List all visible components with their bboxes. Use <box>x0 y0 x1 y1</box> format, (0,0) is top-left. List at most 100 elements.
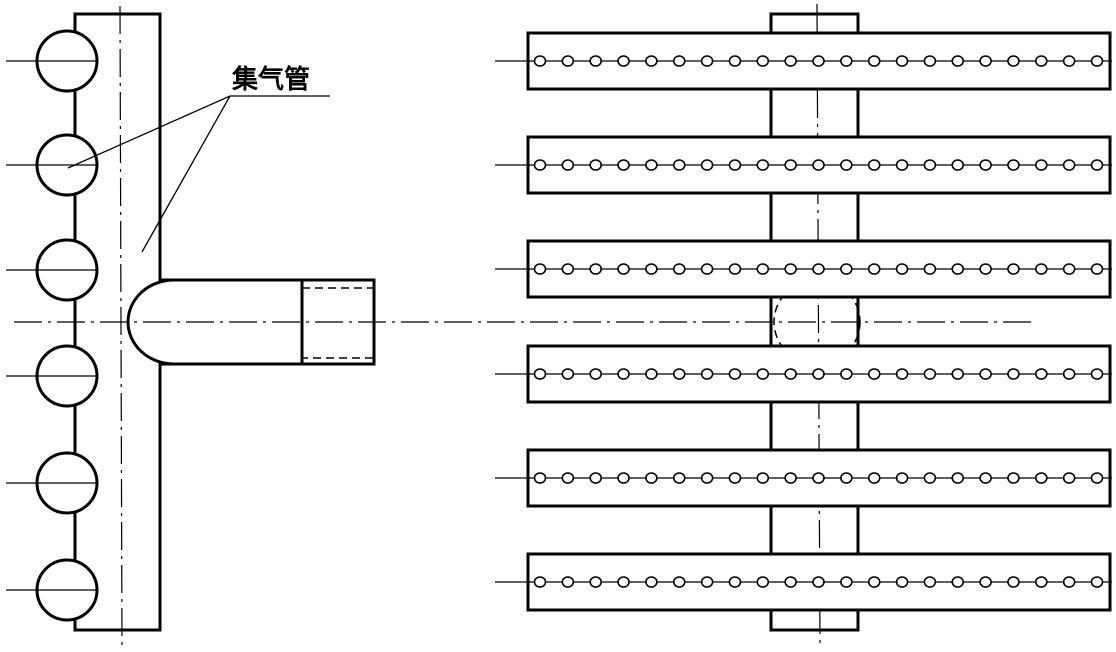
gas-hole <box>951 55 965 67</box>
gas-hole <box>728 263 742 275</box>
gas-hole <box>561 576 575 588</box>
gas-hole <box>1035 472 1048 484</box>
gas-hole <box>728 159 742 171</box>
gas-hole <box>951 159 965 171</box>
gas-hole <box>784 55 797 67</box>
gas-hole <box>923 159 937 171</box>
tube-row <box>495 135 1112 195</box>
gas-hole <box>1090 159 1104 171</box>
gas-hole <box>951 263 965 275</box>
gas-hole <box>784 263 797 275</box>
gas-hole <box>1062 368 1076 380</box>
gas-hole <box>923 263 937 275</box>
gas-hole <box>561 159 575 171</box>
gas-hole <box>923 576 937 588</box>
gas-hole <box>589 576 603 588</box>
gas-hole <box>1090 368 1104 380</box>
gas-hole <box>979 368 992 380</box>
gas-hole <box>617 55 630 67</box>
header-pipe-outline <box>73 12 376 632</box>
gas-hole <box>840 263 853 275</box>
tube-row <box>495 239 1112 299</box>
manifold-label: 集气管 <box>231 64 310 95</box>
gas-hole <box>617 472 630 484</box>
gas-hole <box>533 576 547 588</box>
gas-hole <box>617 159 630 171</box>
gas-hole <box>812 159 825 171</box>
gas-hole <box>840 159 853 171</box>
gas-hole <box>589 368 603 380</box>
gas-hole <box>672 472 686 484</box>
gas-hole <box>951 368 965 380</box>
side-view: 集气管 <box>6 5 1032 649</box>
gas-hole <box>728 576 742 588</box>
gas-hole <box>840 576 853 588</box>
gas-hole <box>533 263 547 275</box>
label-leader-1 <box>67 95 330 169</box>
gas-hole <box>784 368 797 380</box>
gas-hole <box>895 159 909 171</box>
gas-hole <box>1062 55 1076 67</box>
gas-hole <box>589 263 603 275</box>
gas-hole <box>1035 576 1048 588</box>
gas-hole <box>700 368 714 380</box>
gas-hole <box>840 55 853 67</box>
label-leader-2 <box>141 95 231 253</box>
gas-hole <box>784 159 797 171</box>
tube-end <box>6 133 99 197</box>
gas-hole <box>951 576 965 588</box>
gas-hole <box>672 263 686 275</box>
gas-hole <box>923 55 937 67</box>
gas-hole <box>979 576 992 588</box>
gas-hole <box>1090 472 1104 484</box>
gas-hole <box>867 576 881 588</box>
gas-hole <box>1035 263 1048 275</box>
gas-hole <box>700 263 714 275</box>
gas-hole <box>1090 263 1104 275</box>
gas-hole <box>895 55 909 67</box>
gas-hole <box>1035 368 1048 380</box>
gas-hole <box>979 55 992 67</box>
tube-row <box>495 344 1112 404</box>
gas-hole <box>812 576 825 588</box>
gas-hole <box>867 263 881 275</box>
gas-hole <box>561 472 575 484</box>
plan-header-strip <box>769 12 860 632</box>
gas-hole <box>784 472 797 484</box>
gas-hole <box>812 472 825 484</box>
plan-view <box>495 3 1112 646</box>
gas-hole <box>672 159 686 171</box>
gas-hole <box>533 368 547 380</box>
tube-end <box>6 344 99 408</box>
gas-hole <box>645 263 658 275</box>
gas-hole <box>533 55 547 67</box>
gas-hole <box>589 55 603 67</box>
outlet-pipe-rounded-end <box>126 278 175 366</box>
gas-hole <box>812 263 825 275</box>
gas-hole <box>923 472 937 484</box>
gas-hole <box>728 472 742 484</box>
gas-hole <box>979 263 992 275</box>
gas-hole <box>700 55 714 67</box>
gas-hole <box>979 159 992 171</box>
tube-end <box>6 451 99 515</box>
gas-hole <box>672 55 686 67</box>
gas-hole <box>756 472 770 484</box>
gas-hole <box>1007 472 1020 484</box>
gas-hole <box>561 263 575 275</box>
gas-hole <box>1062 576 1076 588</box>
gas-hole <box>645 472 658 484</box>
tube-row <box>495 31 1112 91</box>
gas-hole <box>867 159 881 171</box>
gas-hole <box>756 263 770 275</box>
tube-end <box>6 29 99 93</box>
gas-hole <box>812 55 825 67</box>
gas-hole <box>895 576 909 588</box>
gas-hole <box>645 159 658 171</box>
tube-row <box>495 448 1112 508</box>
gas-hole <box>617 368 630 380</box>
gas-hole <box>1090 576 1104 588</box>
gas-hole <box>561 368 575 380</box>
gas-hole <box>533 159 547 171</box>
